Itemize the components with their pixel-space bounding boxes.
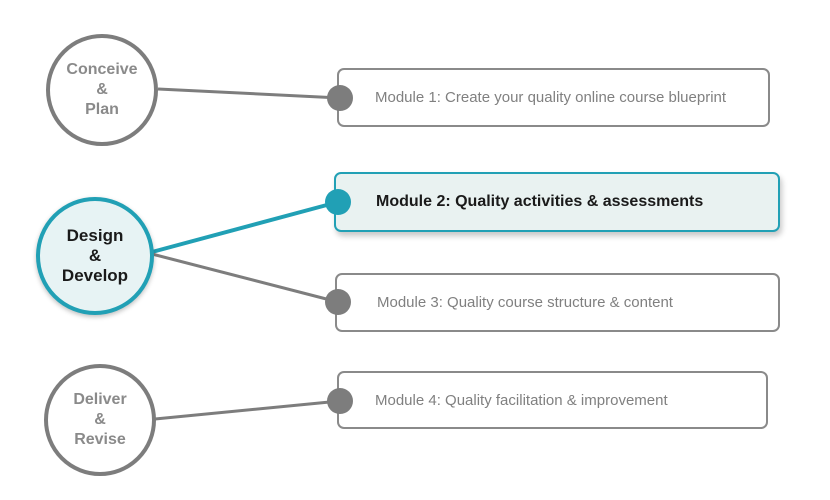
phase-circle-design-develop[interactable]: Design & Develop [36, 197, 154, 315]
phase-label-line: Revise [74, 431, 126, 448]
phase-label-line: Conceive [66, 61, 138, 78]
phase-label-line: & [96, 81, 108, 98]
module-label: Module 3: Quality course structure & con… [377, 294, 673, 311]
module-label: Module 4: Quality facilitation & improve… [375, 391, 668, 409]
phase-label-line: & [94, 411, 106, 428]
module-label: Module 1: Create your quality online cou… [375, 89, 727, 106]
module-box-1[interactable]: Module 1: Create your quality online cou… [337, 68, 770, 127]
phase-circle-deliver-revise[interactable]: Deliver & Revise [44, 364, 156, 476]
phase-label-line: Design [66, 226, 124, 245]
module-box-4[interactable]: Module 4: Quality facilitation & improve… [337, 371, 768, 429]
phase-label-line: Plan [85, 101, 119, 118]
phase-label-line: & [88, 246, 102, 265]
connector-line-module-1 [157, 87, 341, 100]
connector-line-module-4 [154, 399, 341, 421]
module-box-3[interactable]: Module 3: Quality course structure & con… [335, 273, 780, 332]
connector-line-module-2 [151, 200, 339, 254]
phase-label-line: Deliver [73, 391, 127, 408]
connector-line-module-3 [151, 252, 339, 304]
phase-circle-conceive-plan[interactable]: Conceive & Plan [46, 34, 158, 146]
phase-label-line: Develop [61, 266, 129, 285]
module-box-2[interactable]: Module 2: Quality activities & assessmen… [334, 172, 780, 232]
module-label: Module 2: Quality activities & assessmen… [376, 193, 704, 210]
